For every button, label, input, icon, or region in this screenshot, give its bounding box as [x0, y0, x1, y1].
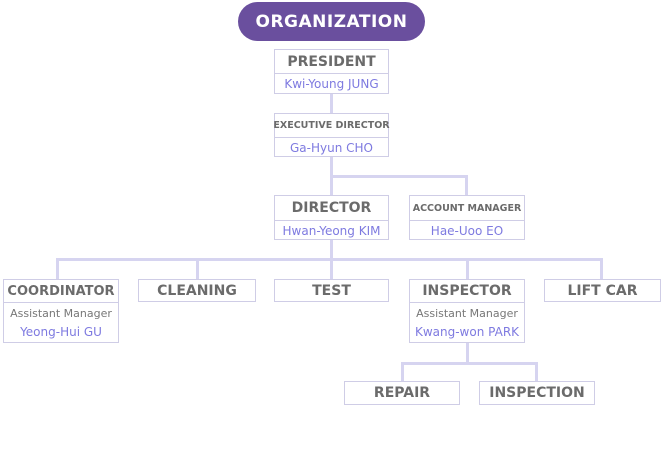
inspector-title: INSPECTOR [422, 283, 512, 299]
divider [275, 73, 388, 74]
divider [4, 302, 118, 303]
executive-director-title: EXECUTIVE DIRECTOR [273, 120, 390, 131]
divider [275, 220, 388, 221]
connector-to-repair [401, 362, 404, 382]
coordinator-title: COORDINATOR [7, 283, 115, 299]
repair-title: REPAIR [373, 385, 431, 401]
lift-car-box: LIFT CAR [544, 279, 661, 302]
connector-departments-bar [56, 258, 603, 261]
divider [275, 137, 388, 138]
divider [410, 302, 524, 303]
coordinator-name: Yeong-Hui GU [20, 324, 102, 339]
test-box: TEST [274, 279, 389, 302]
connector-to-account [465, 175, 468, 195]
inspector-box: INSPECTOR Assistant Manager Kwang-won PA… [409, 279, 525, 343]
divider [410, 220, 524, 221]
president-box: PRESIDENT Kwi-Young JUNG [274, 49, 389, 94]
org-title: ORGANIZATION [238, 2, 425, 41]
director-title: DIRECTOR [291, 200, 372, 216]
president-title: PRESIDENT [287, 53, 376, 70]
test-title: TEST [312, 282, 351, 299]
connector-inspector-sub-bar [401, 362, 537, 365]
connector-to-coordinator [56, 258, 59, 280]
coordinator-box: COORDINATOR Assistant Manager Yeong-Hui … [3, 279, 119, 343]
cleaning-box: CLEANING [138, 279, 256, 302]
director-name: Hwan-Yeong KIM [282, 223, 381, 238]
account-manager-name: Hae-Uoo EO [430, 223, 504, 238]
lift-car-title: LIFT CAR [567, 282, 638, 299]
inspector-name: Kwang-won PARK [414, 324, 520, 339]
repair-box: REPAIR [344, 381, 460, 405]
connector-to-inspection [535, 362, 538, 382]
connector-to-liftcar [600, 258, 603, 280]
inspection-title: INSPECTION [489, 385, 585, 401]
executive-director-name: Ga-Hyun CHO [290, 140, 373, 155]
connector-to-inspector [466, 258, 469, 280]
connector-inspector-down [466, 342, 469, 364]
cleaning-title: CLEANING [157, 282, 237, 299]
director-box: DIRECTOR Hwan-Yeong KIM [274, 195, 389, 240]
executive-director-box: EXECUTIVE DIRECTOR Ga-Hyun CHO [273, 113, 390, 157]
account-manager-box: ACCOUNT MANAGER Hae-Uoo EO [409, 195, 525, 240]
connector-director-account-bar [330, 175, 467, 178]
inspector-role: Assistant Manager [416, 307, 518, 320]
coordinator-role: Assistant Manager [10, 307, 112, 320]
connector-to-test [330, 258, 333, 280]
inspection-box: INSPECTION [479, 381, 595, 405]
account-manager-title: ACCOUNT MANAGER [412, 202, 522, 214]
connector-to-cleaning [196, 258, 199, 280]
connector-president-executive [330, 93, 333, 114]
connector-director-down [330, 238, 333, 259]
president-name: Kwi-Young JUNG [284, 77, 379, 91]
